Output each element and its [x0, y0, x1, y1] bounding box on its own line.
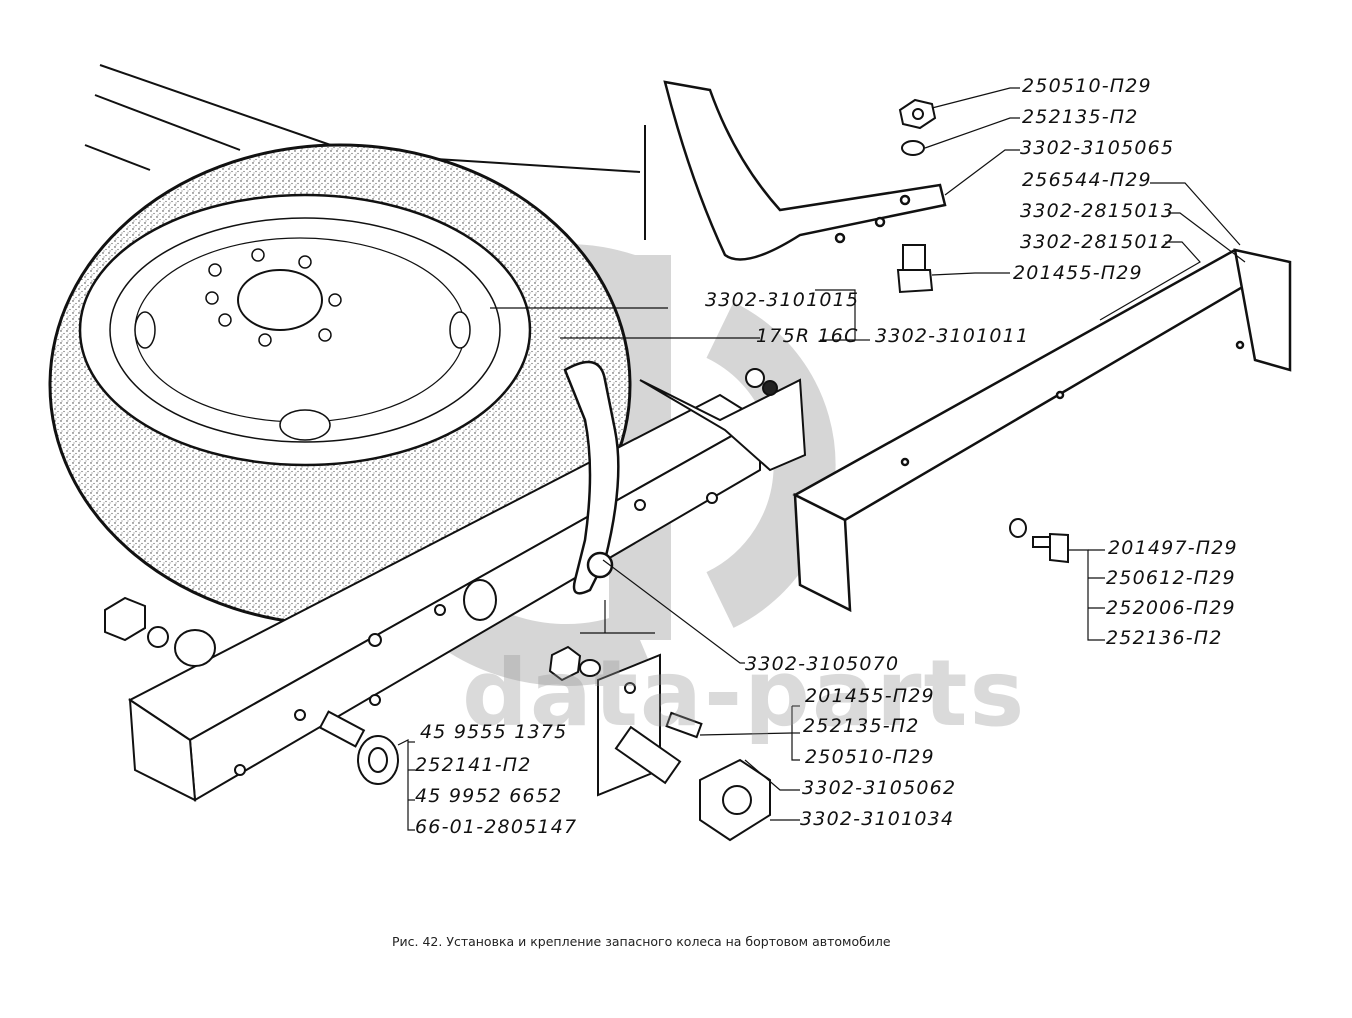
mounting-bracket — [639, 368, 807, 472]
callout-label: 252135-П2 — [803, 715, 920, 737]
spare-wheel-holder — [563, 360, 620, 595]
callout-label-tire: 175R 16C — [756, 325, 859, 347]
callout-label: 250510-П29 — [1022, 75, 1152, 97]
callout-label-wheel-assembly: 3302-3101011 — [875, 325, 1030, 347]
callout-label-plate: 3302-3105062 — [802, 777, 957, 799]
callout-label: 252136-П2 — [1106, 627, 1223, 649]
callout-label: 3302-2815013 — [1020, 200, 1175, 222]
callout-label: 3302-3105065 — [1020, 137, 1175, 159]
mounting-plate — [548, 645, 771, 842]
spare-wheel — [48, 143, 632, 627]
eye-bolt — [318, 710, 399, 785]
callout-label: 252006-П29 — [1106, 597, 1236, 619]
crossmember — [792, 248, 1292, 613]
callout-label: 66-01-2805147 — [415, 816, 578, 838]
callout-label: 45 9952 6652 — [415, 785, 563, 807]
callout-label-wheel-nut: 3302-3101034 — [800, 808, 955, 830]
callout-label-holder: 3302-3105070 — [745, 653, 900, 675]
crossmember-bolt — [1009, 518, 1069, 564]
callout-label-disc: 3302-3101015 — [705, 289, 860, 311]
callout-label: 252141-П2 — [415, 754, 532, 776]
callout-label: 201455-П29 — [805, 685, 935, 707]
frame-background-lines — [84, 64, 646, 240]
top-fasteners — [896, 98, 937, 294]
callout-label: 201497-П29 — [1108, 537, 1238, 559]
callout-label: 250612-П29 — [1106, 567, 1236, 589]
callout-label: 45 9555 1375 — [420, 721, 568, 743]
callout-label: 3302-2815012 — [1020, 231, 1175, 253]
top-strap — [663, 80, 947, 261]
callout-label: 250510-П29 — [805, 746, 935, 768]
callout-label: 201455-П29 — [1013, 262, 1143, 284]
figure-caption: Рис. 42. Установка и крепление запасного… — [392, 934, 891, 949]
leader-lines — [397, 87, 1246, 831]
callout-label: 256544-П29 — [1022, 169, 1152, 191]
callout-label: 252135-П2 — [1022, 106, 1139, 128]
frame-corner-fasteners — [104, 596, 216, 667]
